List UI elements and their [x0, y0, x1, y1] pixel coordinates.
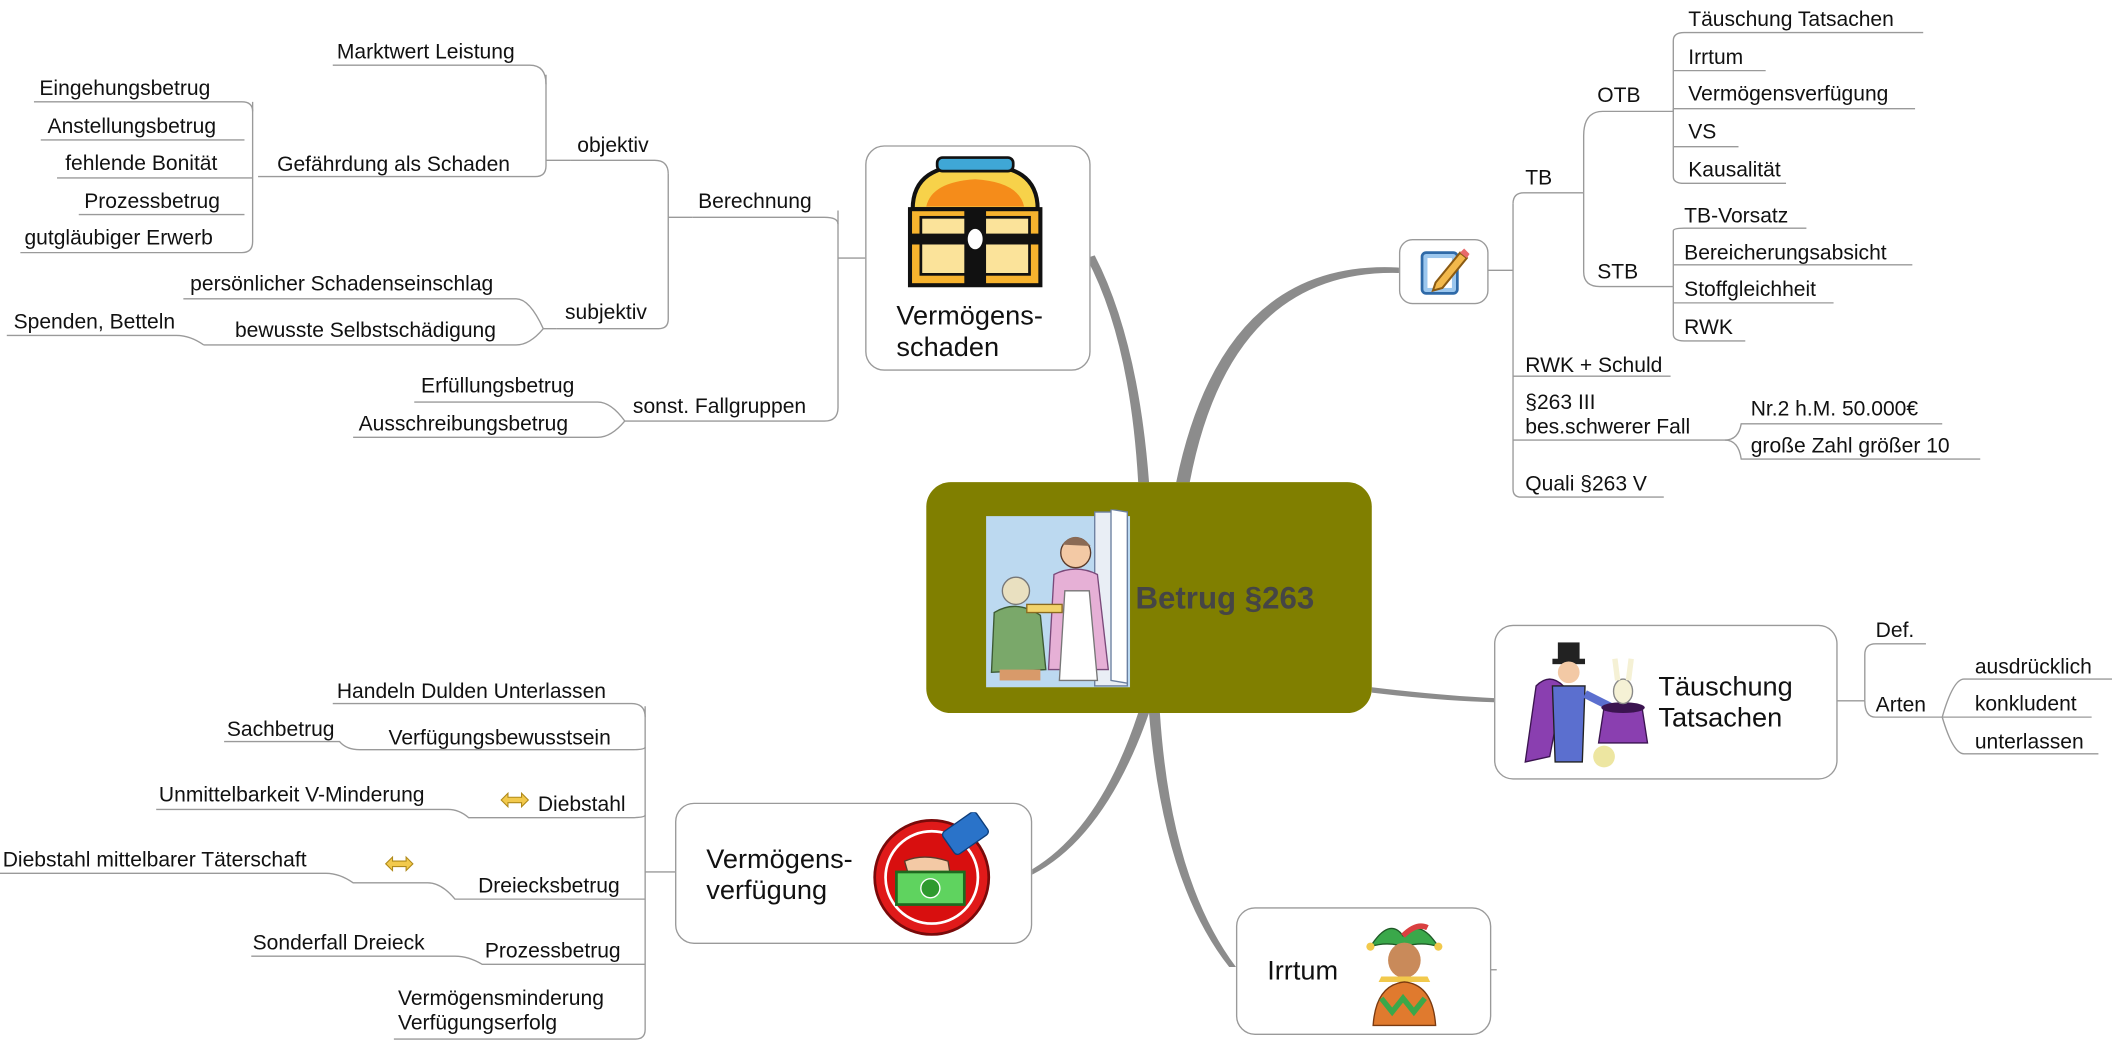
label-otb-vermoegensverfuegung: Vermögensverfügung [1688, 82, 1889, 106]
node-taeuschung[interactable]: Täuschung Tatsachen [1494, 624, 1838, 780]
label-grosse-zahl: große Zahl größer 10 [1750, 434, 1950, 458]
magician-icon [1524, 642, 1649, 768]
label-eingehungsbetrug: Eingehungsbetrug [39, 77, 211, 101]
double-arrow-icon [500, 791, 530, 809]
label-stb-bereicherung: Bereicherungsabsicht [1684, 241, 1887, 265]
treasure-chest-icon [907, 156, 1043, 288]
label-tb: TB [1525, 167, 1553, 191]
label-vermoegensminderung: Vermögensminderung Verfügungserfolg [397, 987, 604, 1035]
label-erfuellungsbetrug: Erfüllungsbetrug [421, 374, 575, 398]
door-visitor-icon [986, 509, 1131, 688]
label-verfuegungsbewusstsein: Verfügungsbewusstsein [388, 726, 611, 750]
label-konkludent: konkludent [1974, 692, 2077, 716]
label-263-iii: §263 III bes.schwerer Fall [1525, 391, 1691, 439]
label-diebstahl-mittelbar: Diebstahl mittelbarer Täterschaft [2, 848, 307, 872]
label-diebstahl: Diebstahl [537, 793, 626, 817]
label-stb-rwk: RWK [1684, 316, 1733, 340]
label-prozessbetrug: Prozessbetrug [84, 190, 220, 214]
label-unterlassen: unterlassen [1974, 730, 2084, 754]
label-sonderfall: Sonderfall Dreieck [252, 931, 425, 955]
jester-icon [1366, 923, 1443, 1027]
money-hand-icon [873, 812, 991, 936]
node-irrtum[interactable]: Irrtum [1235, 907, 1492, 1035]
node-vermoegensverfuegung[interactable]: Vermögens- verfügung [675, 802, 1033, 944]
label-prozessbetrug: Prozessbetrug [484, 939, 621, 963]
node-vermoegensschaden[interactable]: Vermögens- schaden [865, 145, 1091, 371]
double-arrow-icon [384, 855, 414, 872]
main-branches [1032, 255, 1495, 968]
central-title: Betrug §263 [1135, 579, 1315, 616]
label-stb: STB [1597, 260, 1639, 284]
label-marktwert: Marktwert Leistung [336, 40, 515, 64]
label-otb-irrtum: Irrtum [1688, 46, 1744, 70]
label-nr2: Nr.2 h.M. 50.000€ [1750, 397, 1919, 422]
label-berechnung: Berechnung [698, 190, 812, 214]
label-bewusste-selbstschaedigung: bewusste Selbstschädigung [234, 319, 496, 343]
label-sachbetrug: Sachbetrug [226, 718, 335, 742]
label-gefaehrdung: Gefährdung als Schaden [277, 153, 510, 177]
node-title: Vermögens- verfügung [706, 844, 853, 906]
label-gutglaeubiger-erwerb: gutgläubiger Erwerb [24, 226, 213, 250]
label-arten: Arten [1875, 694, 1927, 718]
label-spenden: Spenden, Betteln [13, 311, 176, 335]
label-ausdruecklich: ausdrücklich [1974, 656, 2092, 680]
label-persoenlich: persönlicher Schadenseinschlag [190, 272, 494, 297]
label-def: Def. [1875, 619, 1915, 643]
node-title: Vermögens- schaden [896, 301, 1043, 363]
label-stb-vorsatz: TB-Vorsatz [1684, 205, 1789, 229]
label-sonst-fallgruppen: sonst. Fallgruppen [632, 395, 807, 419]
label-rwk-schuld: RWK + Schuld [1525, 354, 1663, 378]
label-otb: OTB [1597, 84, 1641, 108]
notepad-pencil-icon [1420, 248, 1470, 295]
label-handeln: Handeln Dulden Unterlassen [336, 680, 607, 704]
label-ausschreibungsbetrug: Ausschreibungsbetrug [358, 412, 569, 436]
label-unmittelbarkeit: Unmittelbarkeit V-Minderung [158, 783, 425, 807]
node-title: Täuschung Tatsachen [1658, 672, 1793, 734]
label-quali: Quali §263 V [1525, 472, 1647, 496]
label-objektiv: objektiv [577, 134, 649, 158]
label-stb-stoffgleichheit: Stoffgleichheit [1684, 278, 1817, 302]
label-otb-vs: VS [1688, 120, 1717, 144]
node-tatbestand[interactable] [1398, 239, 1489, 305]
label-anstellungsbetrug: Anstellungsbetrug [47, 115, 217, 139]
node-title: Irrtum [1267, 956, 1339, 987]
label-otb-kausalitaet: Kausalität [1688, 158, 1781, 182]
label-dreiecksbetrug: Dreiecksbetrug [478, 874, 620, 898]
label-subjektiv: subjektiv [565, 301, 647, 325]
label-otb-taeuschung: Täuschung Tatsachen [1688, 8, 1894, 32]
label-fehlende-bonitaet: fehlende Bonität [65, 152, 218, 176]
central-topic[interactable] [926, 482, 1372, 714]
